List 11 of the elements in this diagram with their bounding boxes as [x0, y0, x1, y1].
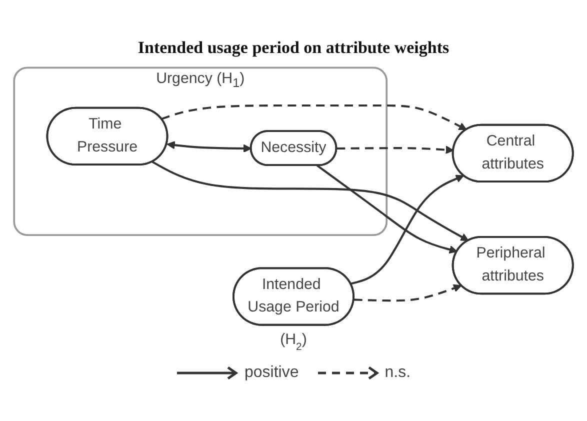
arrow: [161, 104, 467, 130]
legend-label: n.s.: [384, 364, 411, 382]
arrow: [354, 284, 462, 302]
arrow: [316, 164, 458, 254]
arrow: [336, 145, 454, 154]
arrow: [166, 140, 252, 152]
diagram-title: Intended usage period on attribute weights: [138, 38, 450, 58]
arrow: [152, 160, 469, 241]
arrow: [350, 174, 464, 284]
legend-label: positive: [244, 364, 299, 382]
node-caption: (H$_{2}$): [280, 330, 307, 352]
